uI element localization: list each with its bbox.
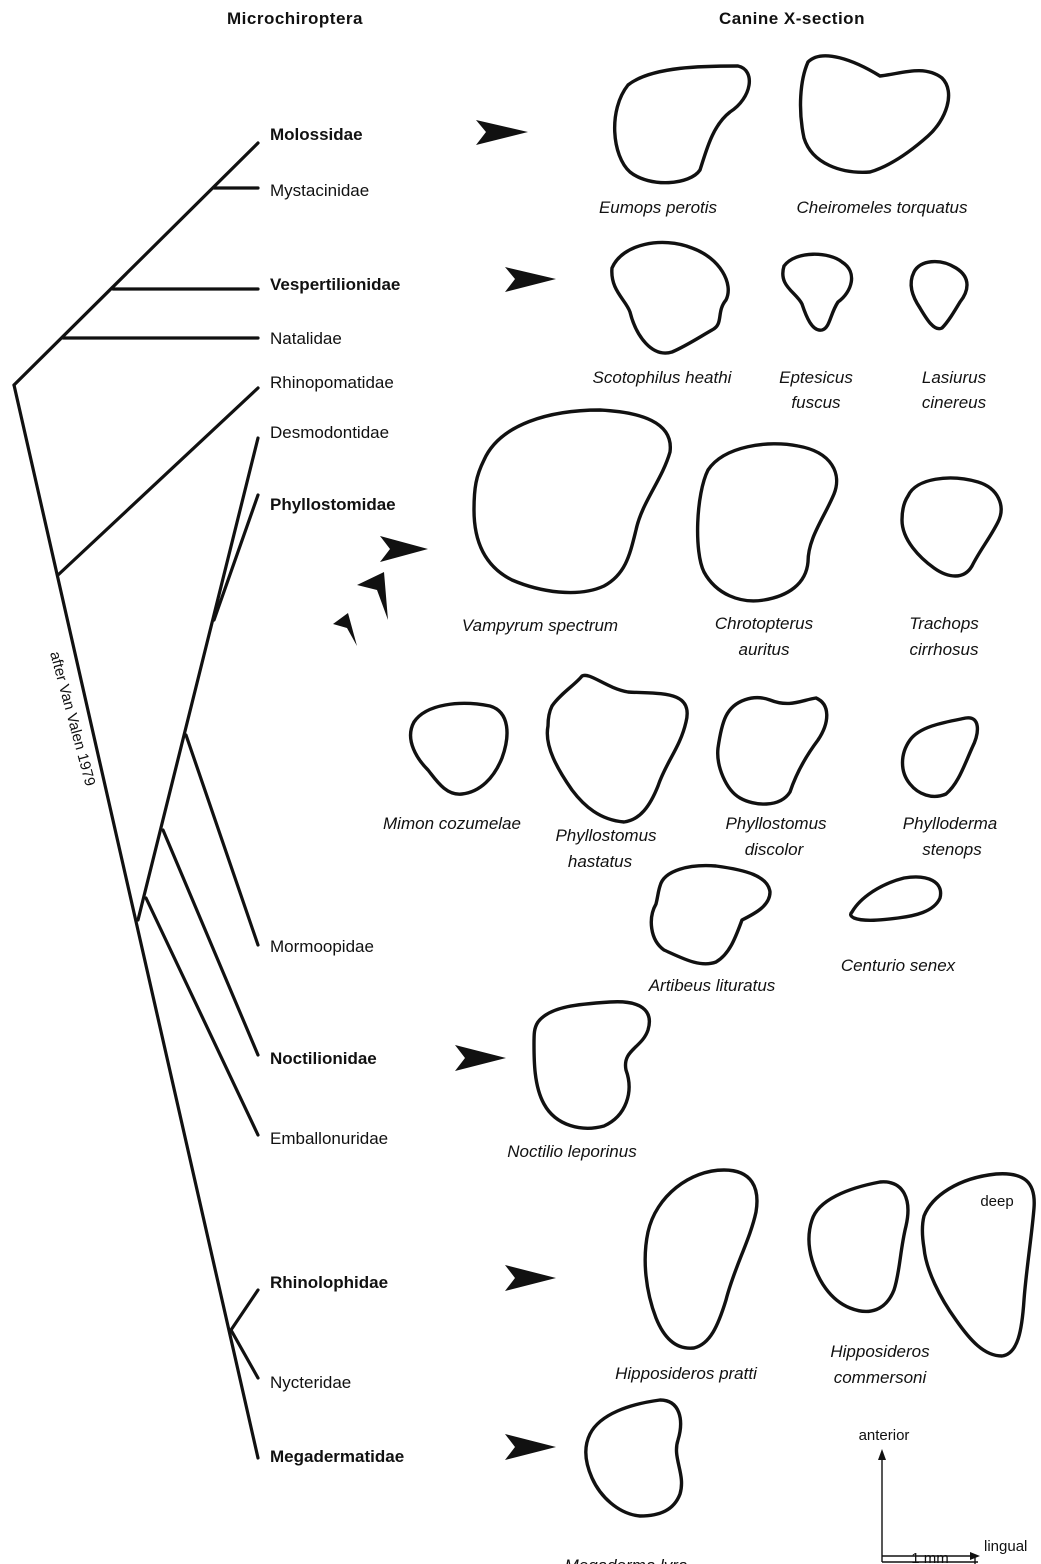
cross-section-mimon-cozumelae xyxy=(411,703,507,794)
family-label-molossidae: Molossidae xyxy=(270,125,363,144)
species-label-eptesicus: Eptesicus xyxy=(779,368,853,387)
family-label-nycteridae: Nycteridae xyxy=(270,1373,351,1392)
cross-section-eumops-perotis xyxy=(615,66,750,183)
species-label-stenops: stenops xyxy=(922,840,982,859)
cross-section-cheiromeles-torquatus xyxy=(801,56,949,172)
cross-section-hipposideros-commersoni-deep xyxy=(923,1174,1035,1356)
cross-section-vampyrum-spectrum xyxy=(474,410,670,593)
family-label-phyllostomidae: Phyllostomidae xyxy=(270,495,396,514)
species-label-hipposideros: Hipposideros xyxy=(830,1342,930,1361)
species-label-megaderma-lyra: Megaderma lyra xyxy=(565,1556,688,1564)
species-label-trachops: Trachops xyxy=(909,614,979,633)
cross-section-eptesicus-fuscus xyxy=(783,254,852,330)
species-label-auritus: auritus xyxy=(738,640,790,659)
cross-section-chrotopterus-auritus xyxy=(698,444,837,601)
species-label-hipposideros-pratti: Hipposideros pratti xyxy=(615,1364,758,1383)
species-label-artibeus-lituratus: Artibeus lituratus xyxy=(648,976,776,995)
cross-section-trachops-cirrhosus xyxy=(902,478,1001,576)
species-label-cinereus: cinereus xyxy=(922,393,987,412)
scale-bar-label: 1 mm xyxy=(911,1550,949,1564)
species-label-vampyrum-spectrum: Vampyrum spectrum xyxy=(462,616,618,635)
family-label-natalidae: Natalidae xyxy=(270,329,342,348)
phylogenetic-tree xyxy=(14,143,258,1458)
arrow-rhinolophidae-icon xyxy=(505,1265,556,1291)
family-label-emballonuridae: Emballonuridae xyxy=(270,1129,388,1148)
lingual-label: lingual xyxy=(984,1538,1027,1555)
species-label-chrotopterus: Chrotopterus xyxy=(715,614,814,633)
anterior-label: anterior xyxy=(859,1427,910,1444)
family-label-desmodontidae: Desmodontidae xyxy=(270,423,389,442)
family-label-mormoopidae: Mormoopidae xyxy=(270,937,374,956)
cross-section-hipposideros-pratti xyxy=(645,1170,757,1348)
family-label-rhinolophidae: Rhinolophidae xyxy=(270,1273,388,1292)
arrow-noctilionidae-icon xyxy=(455,1045,506,1071)
species-label-phyllostomus-2: Phyllostomus xyxy=(725,814,827,833)
species-label-lasiurus: Lasiurus xyxy=(922,368,987,387)
species-label-centurio-senex: Centurio senex xyxy=(841,956,956,975)
family-label-noctilionidae: Noctilionidae xyxy=(270,1049,377,1068)
species-label-cheiromeles-torquatus: Cheiromeles torquatus xyxy=(796,198,968,217)
arrow-phyllostomidae-1-icon xyxy=(380,536,428,562)
species-label-phylloderma: Phylloderma xyxy=(903,814,998,833)
cross-section-noctilio-leporinus xyxy=(534,1002,649,1128)
species-label-phyllostomus-1: Phyllostomus xyxy=(555,826,657,845)
family-label-megadermatidae: Megadermatidae xyxy=(270,1447,404,1466)
species-label-scotophilus-heathi: Scotophilus heathi xyxy=(593,368,733,387)
header-microchiroptera: Microchiroptera xyxy=(227,9,363,28)
arrow-phyllostomidae-3-icon xyxy=(333,613,357,646)
cross-section-hipposideros-commersoni xyxy=(809,1182,908,1312)
cross-section-scotophilus-heathi xyxy=(612,242,728,353)
family-label-rhinopomatidae: Rhinopomatidae xyxy=(270,373,394,392)
arrow-phyllostomidae-2-icon xyxy=(357,572,388,620)
cross-section-lasiurus-cinereus xyxy=(911,262,967,329)
arrow-vespertilionidae-icon xyxy=(505,267,556,292)
family-label-mystacinidae: Mystacinidae xyxy=(270,181,369,200)
species-label-discolor: discolor xyxy=(745,840,805,859)
orientation-key xyxy=(878,1449,980,1564)
cross-section-centurio-senex xyxy=(851,877,941,920)
species-label-cirrhosus: cirrhosus xyxy=(910,640,979,659)
cross-section-phyllostomus-discolor xyxy=(718,698,827,804)
arrow-molossidae-icon xyxy=(476,120,528,145)
cross-section-phylloderma-stenops xyxy=(903,718,978,797)
arrow-megadermatidae-icon xyxy=(505,1434,556,1460)
species-label-mimon-cozumelae: Mimon cozumelae xyxy=(383,814,521,833)
species-label-hastatus: hastatus xyxy=(568,852,633,871)
cross-section-phyllostomus-hastatus xyxy=(547,675,687,822)
species-label-fuscus: fuscus xyxy=(791,393,841,412)
cross-section-artibeus-lituratus xyxy=(651,866,770,964)
family-label-vespertilionidae: Vespertilionidae xyxy=(270,275,400,294)
cross-section-megaderma-lyra xyxy=(586,1400,682,1516)
deep-annotation: deep xyxy=(980,1193,1013,1210)
species-label-commersoni: commersoni xyxy=(834,1368,928,1387)
species-label-eumops-perotis: Eumops perotis xyxy=(599,198,718,217)
anterior-arrow-icon xyxy=(878,1449,886,1460)
species-label-noctilio-leporinus: Noctilio leporinus xyxy=(507,1142,637,1161)
header-canine-x-section: Canine X-section xyxy=(719,9,865,28)
